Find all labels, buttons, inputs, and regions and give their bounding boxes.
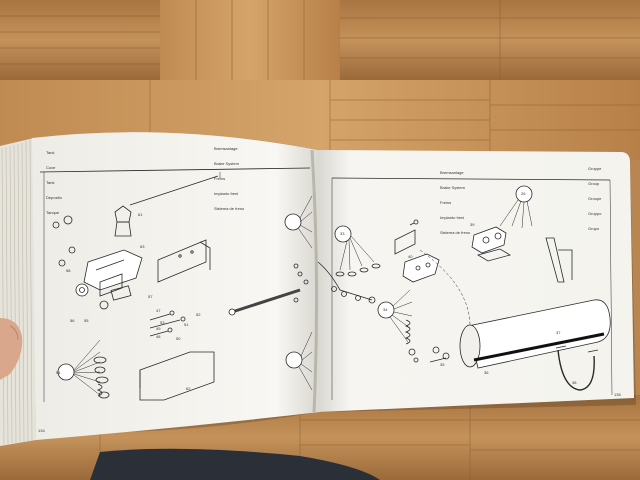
part-number-label: 57 (148, 294, 153, 299)
left-header-mid: Bremsanlage Brake System Freins Impianto… (214, 136, 244, 216)
part-number-label: 62 (186, 386, 191, 391)
right-header-right-line: Gruppo (588, 211, 602, 216)
right-header-line: Impianto freni (440, 215, 465, 220)
right-header-right-line: Group (588, 181, 600, 186)
right-page-number: 135 (614, 392, 621, 397)
right-page (318, 150, 634, 412)
left-page (32, 132, 320, 440)
left-header-line: Tank (46, 150, 55, 155)
part-number-label: 55 (84, 318, 89, 323)
left-header-line: Deposito (46, 195, 62, 200)
right-header-line: Sistema de freno (440, 230, 471, 235)
part-number-label: 33 (340, 231, 345, 236)
part-number-label: 56 (70, 318, 75, 323)
left-header-mid-line: Brake System (214, 161, 239, 166)
part-number-label: 38 (572, 380, 577, 385)
right-diagram (317, 177, 613, 400)
right-header-line: Bremsanlage (440, 170, 464, 175)
part-number-label: 61 (138, 212, 143, 217)
page-stack (0, 138, 36, 446)
part-number-label: 52 (196, 312, 201, 317)
part-number-label: 53 (160, 320, 165, 325)
left-header-mid-line: Freins (214, 176, 226, 181)
part-number-label: 37 (556, 330, 561, 335)
right-header-lines: Bremsanlage Brake System Freins Impianto… (440, 160, 470, 240)
part-number-label: 47 (156, 308, 161, 313)
part-number-label: 40 (408, 254, 413, 259)
left-header-lines: Tank Cuve Tank Deposito Tanque (46, 140, 62, 220)
part-number-label: 54 (56, 370, 61, 375)
right-header-line: Brake System (440, 185, 465, 190)
right-header-line: Freins (440, 200, 452, 205)
part-number-label: 36 (484, 370, 489, 375)
part-number-label: 48 (156, 334, 161, 339)
part-number-label: 26 (521, 191, 526, 196)
part-number-label: 39 (470, 222, 475, 227)
left-header-line: Tank (46, 180, 55, 185)
left-header-mid-line: Bremsanlage (214, 146, 238, 151)
part-number-label: 50 (176, 336, 181, 341)
left-diagram (39, 167, 313, 402)
left-page-number: 134 (38, 428, 45, 433)
gutter (310, 149, 319, 413)
right-header-right-line: Grupo (588, 226, 600, 231)
dark-fabric (90, 448, 380, 480)
left-header-line: Cuve (46, 165, 56, 170)
left-header-mid-line: Impianto freni (214, 191, 239, 196)
left-header-line: Tanque (46, 210, 60, 215)
right-header-right-line: Gruppe (588, 166, 602, 171)
right-header-right-line: Groupe (588, 196, 602, 201)
air-tank-drawing (459, 299, 611, 369)
part-number-label: 34 (383, 307, 388, 312)
part-number-label: 63 (140, 244, 145, 249)
part-number-label: 51 (184, 322, 189, 327)
part-number-label: 58 (66, 268, 71, 273)
left-header-mid-line: Sistema de freno (214, 206, 245, 211)
part-number-label: 49 (156, 326, 161, 331)
part-number-label: 35 (440, 362, 445, 367)
right-header-right: Gruppe Group Groupe Gruppo Grupo (588, 156, 601, 236)
